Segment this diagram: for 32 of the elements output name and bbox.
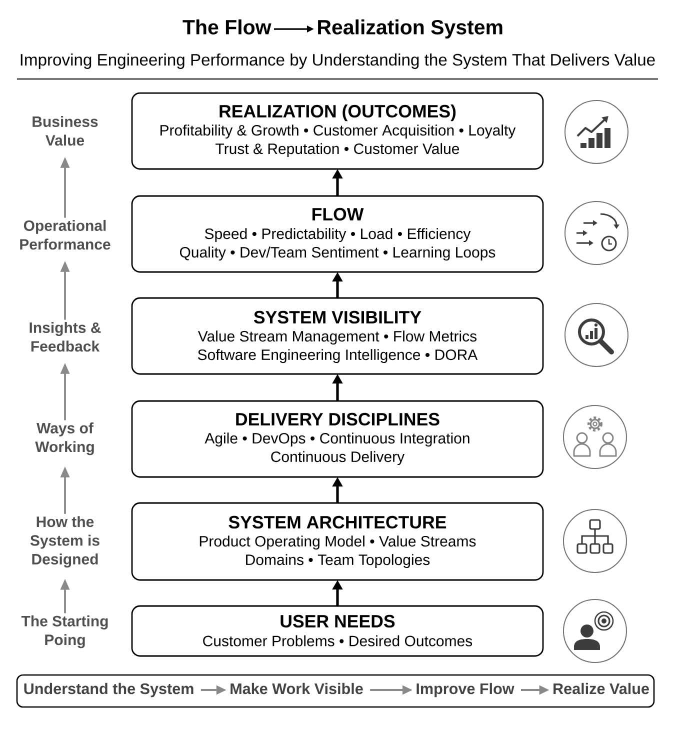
- step-label: Realize Value: [554, 682, 649, 694]
- process-box: [131, 605, 544, 657]
- box-heading: SYSTEM VISIBILITY: [254, 310, 422, 324]
- process-box: [131, 92, 544, 170]
- box-text: Agile • DevOps • Continuous Integration Continuous Delivery: [204, 432, 470, 466]
- process-box: [131, 400, 544, 478]
- box-heading: DELIVERY DISCIPLINES: [236, 412, 440, 426]
- title-text: The Flow: [182, 19, 272, 34]
- step-label: Understand the System: [24, 682, 194, 698]
- stage-label: Operational Performance: [20, 220, 110, 250]
- box-heading: REALIZATION (OUTCOMES): [220, 104, 456, 122]
- box-text: Value Stream Management • Flow Metrics Software Engineering Intelligence • DORA: [198, 330, 478, 364]
- stage-label: How the System is Designed: [30, 516, 100, 568]
- box-heading: FLOW: [312, 208, 364, 221]
- stage-label: Business Value: [32, 116, 98, 146]
- box-text: Product Operating Model • Value Streams Domains • Team Topologies: [200, 536, 476, 568]
- step-label: Improve Flow: [416, 682, 514, 698]
- box-heading: USER NEEDS: [280, 614, 395, 628]
- stage-label: Ways of Working: [35, 422, 94, 456]
- step-label: Make Work Visible: [230, 682, 363, 694]
- process-box: [131, 195, 544, 273]
- box-text: Speed • Predictability • Load • Efficiency Quality • Dev/Team Sentiment • Learning Loops: [180, 228, 496, 261]
- box-text: Profitability & Growth • Customer Acquisition • Loyalty Trust & Reputation • Customer Value: [160, 124, 516, 158]
- box-text: Customer Problems • Desired Outcomes: [203, 635, 472, 646]
- subtitle: Improving Engineering Performance by Understanding the System That Delivers Value: [20, 53, 655, 69]
- title-text: Realization System: [318, 19, 502, 39]
- step-bar: [16, 674, 655, 708]
- process-box: [131, 297, 544, 375]
- stage-label: Insights & Feedback: [30, 322, 101, 352]
- box-heading: SYSTEM ARCHITECTURE: [228, 516, 446, 529]
- stage-label: The Starting Poing: [21, 615, 108, 648]
- process-box: [131, 502, 544, 581]
